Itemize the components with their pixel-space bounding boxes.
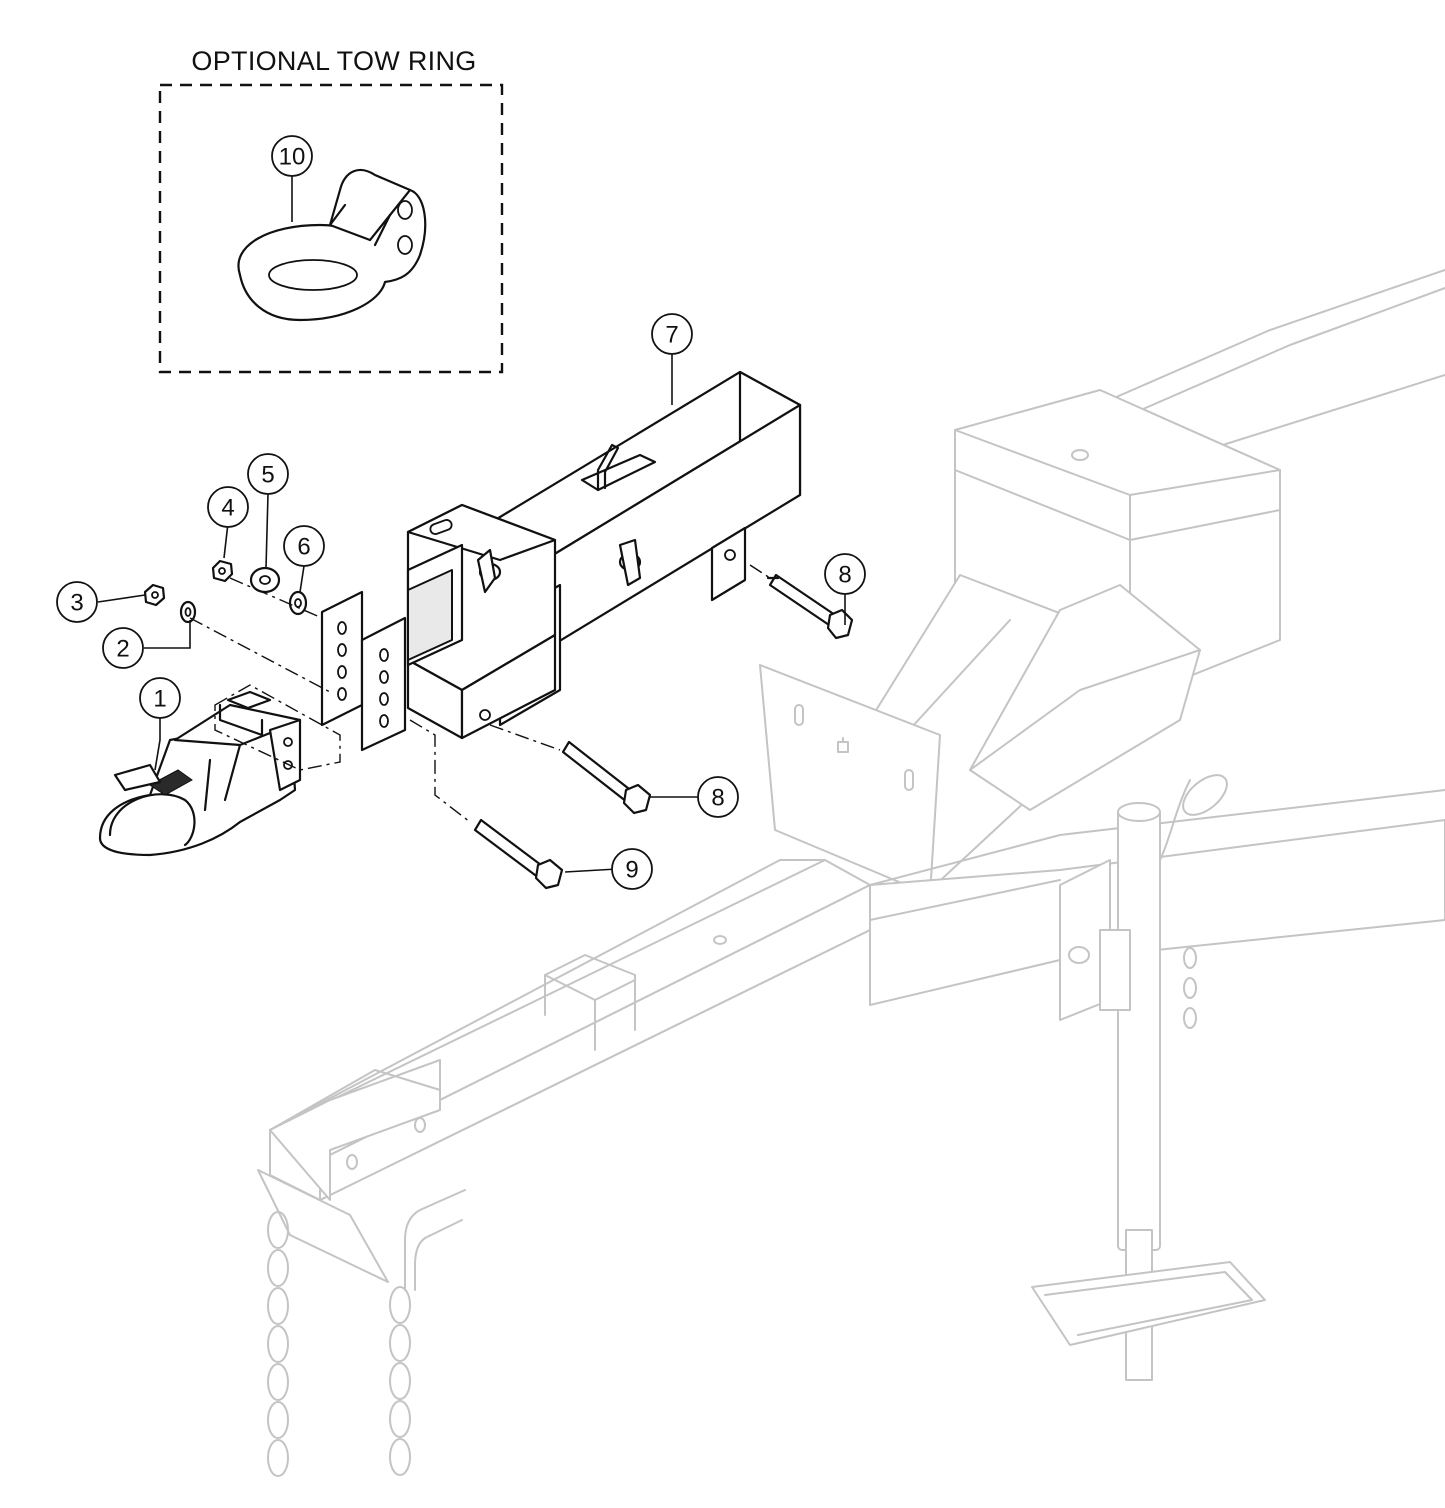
bolt-part-9 (473, 818, 564, 890)
svg-text:8: 8 (838, 562, 851, 589)
hitch-tube-part-7 (406, 370, 802, 740)
assembly-lines (189, 564, 771, 823)
svg-text:5: 5 (261, 462, 274, 489)
svg-text:3: 3 (70, 590, 83, 617)
callout-8-lower: 8 (697, 776, 739, 818)
callout-2: 2 (102, 627, 144, 669)
callouts: 1 2 3 4 5 6 7 8 8 9 10 (56, 135, 866, 890)
nut-part-3 (143, 583, 166, 607)
washer-part-5 (249, 566, 281, 594)
callout-7: 7 (651, 313, 693, 355)
coupler-part-1 (98, 690, 302, 857)
svg-text:10: 10 (279, 144, 306, 171)
svg-text:7: 7 (665, 322, 678, 349)
bolts (473, 573, 854, 890)
svg-text:2: 2 (116, 636, 129, 663)
optional-box-title: OPTIONAL TOW RING (191, 46, 476, 76)
adjustment-plates (320, 590, 407, 752)
svg-text:4: 4 (221, 495, 234, 522)
bolt-part-8-upper (766, 573, 854, 640)
leader-lines (97, 176, 846, 873)
callout-4: 4 (207, 486, 249, 528)
callout-6: 6 (283, 525, 325, 567)
nut-part-4 (211, 559, 234, 583)
washer-part-6 (288, 590, 308, 616)
svg-text:8: 8 (711, 785, 724, 812)
callout-10: 10 (271, 135, 313, 177)
hardware-small-parts (143, 559, 308, 624)
callout-5: 5 (247, 453, 289, 495)
trailer-frame-background (257, 269, 1445, 1477)
optional-tow-ring-box: OPTIONAL TOW RING (158, 46, 504, 374)
washer-part-2 (179, 600, 197, 624)
callout-1: 1 (139, 677, 181, 719)
tow-ring-part (237, 168, 427, 322)
callout-8-upper: 8 (824, 553, 866, 595)
callout-3: 3 (56, 581, 98, 623)
callout-9: 9 (611, 848, 653, 890)
svg-text:6: 6 (297, 534, 310, 561)
bolt-part-8-lower (561, 740, 652, 815)
svg-text:1: 1 (153, 686, 166, 713)
svg-text:9: 9 (625, 857, 638, 884)
